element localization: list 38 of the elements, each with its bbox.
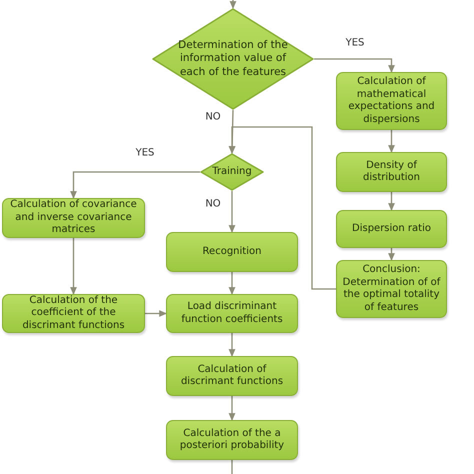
- node-text: Density of distribution: [362, 160, 421, 184]
- arrow: [228, 333, 236, 357]
- process-box: [2, 294, 145, 333]
- process-box: [166, 420, 298, 460]
- edge-label: YES: [344, 38, 366, 48]
- node-text: Training: [212, 166, 252, 178]
- node-text: Calculation of covariance and inverse covariance matrices: [9, 199, 138, 237]
- edge-label: NO: [204, 112, 222, 122]
- edge-label: NO: [204, 198, 222, 210]
- arrow: [70, 171, 200, 199]
- process-box: [336, 260, 447, 318]
- process-box: [336, 72, 447, 130]
- arrow: [228, 126, 336, 290]
- node-text: Calculation of mathematical expectations and dispersions: [347, 76, 436, 126]
- node-text: Calculation of the a posteriori probability: [178, 428, 286, 452]
- edge-label: YES: [134, 148, 156, 158]
- arrow: [230, 0, 236, 9]
- arrow: [388, 248, 395, 261]
- process-box: [336, 152, 447, 192]
- arrow: [145, 310, 167, 317]
- arrow: [388, 130, 395, 153]
- arrow: [228, 191, 236, 233]
- node-text: Recognition: [202, 246, 262, 258]
- arrow: [70, 238, 77, 295]
- node-text: Calculation of discrimant functions: [180, 364, 284, 388]
- process-box: [166, 294, 298, 333]
- process-box: [166, 232, 298, 272]
- arrow: [388, 192, 395, 211]
- node-text: Conclusion: Determination of of the optimal totality of features: [342, 264, 442, 314]
- process-box: [336, 210, 447, 248]
- node-text: Load discriminant function coefficients: [180, 301, 284, 326]
- node-text: Determination of the information value of each of the features: [177, 39, 289, 79]
- node-text: Dispersion ratio: [352, 222, 431, 236]
- node-text: Calculation of the coefficient of the discrimant functions: [21, 294, 126, 332]
- arrow: [228, 396, 236, 421]
- arrow: [314, 58, 395, 73]
- arrow: [228, 272, 236, 295]
- process-box: [166, 356, 298, 396]
